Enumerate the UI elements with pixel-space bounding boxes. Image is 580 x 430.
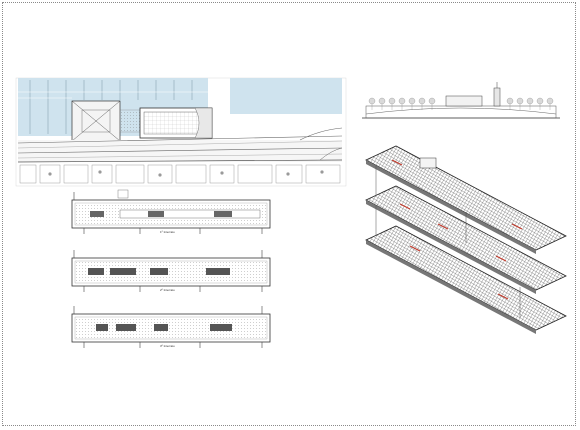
floor-plan-1: 1º Interrato (71, 189, 271, 234)
road-network (17, 127, 343, 163)
axonometric-level-1 (365, 145, 567, 254)
axonometric-level-3 (365, 225, 567, 334)
sheet-border (2, 2, 576, 426)
terminal-building (71, 100, 141, 142)
floor-plan-2-label: 2º Interrato (160, 288, 175, 292)
elevation-drawing (362, 82, 560, 119)
central-building (139, 107, 213, 139)
floor-plan-1-label: 1º Interrato (160, 230, 175, 234)
city-blocks (19, 164, 341, 184)
site-plan (15, 77, 347, 187)
floor-plan-2: 2º Interrato (71, 250, 271, 292)
axonometric-connectors (375, 165, 521, 318)
floor-plan-3-label: 3º Interrato (160, 344, 175, 348)
elevation-trees (368, 97, 554, 105)
floor-plan-3: 3º Interrato (71, 306, 271, 348)
